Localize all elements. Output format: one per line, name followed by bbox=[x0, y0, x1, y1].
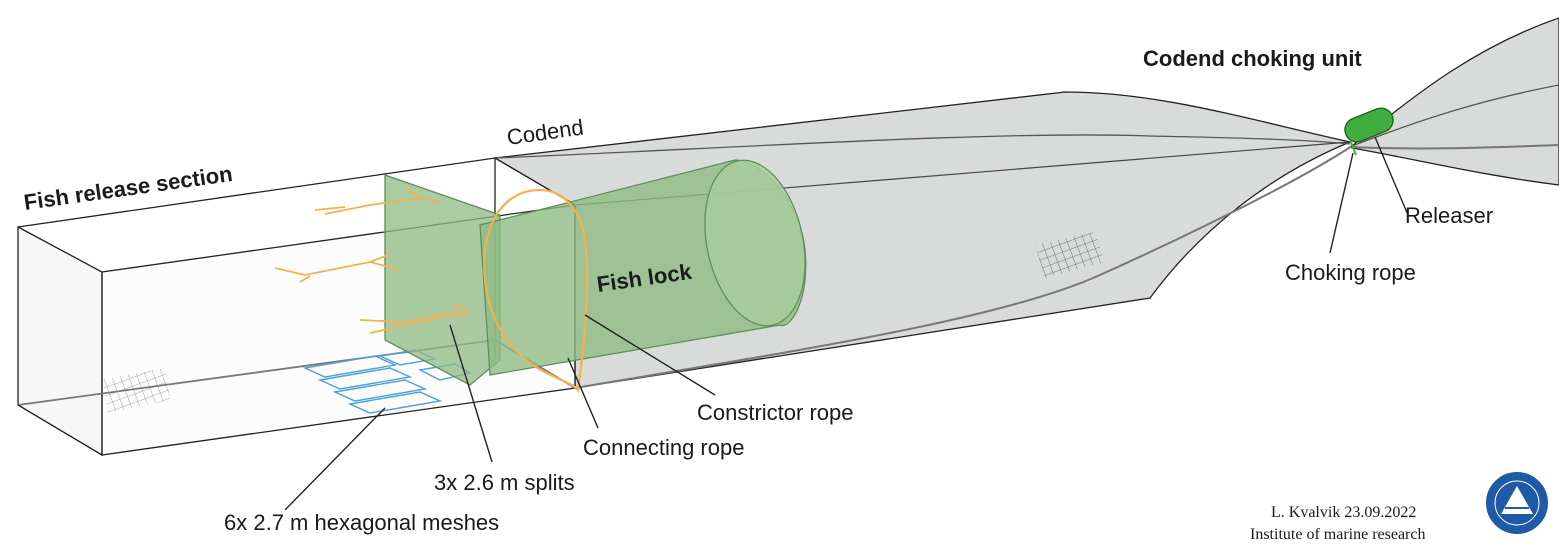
label-constrictor-rope: Constrictor rope bbox=[697, 400, 854, 425]
codend-tail bbox=[1351, 17, 1559, 186]
codend-bottom-seam bbox=[574, 145, 1353, 389]
imr-logo bbox=[1484, 470, 1550, 536]
credit-institute: Institute of marine research bbox=[1250, 526, 1425, 543]
connecting-rope bbox=[483, 188, 589, 394]
codend-mesh-patch bbox=[1035, 232, 1105, 278]
label-fish-release-section: Fish release section bbox=[22, 161, 234, 215]
releaser bbox=[1344, 107, 1394, 143]
label-releaser: Releaser bbox=[1405, 203, 1493, 228]
splits bbox=[274, 187, 471, 334]
fish-lock-opening bbox=[704, 159, 806, 327]
label-choking-rope: Choking rope bbox=[1285, 260, 1416, 285]
fish-lock-funnel bbox=[384, 174, 501, 386]
label-splits: 3x 2.6 m splits bbox=[434, 470, 575, 495]
label-hexagonal-meshes: 6x 2.7 m hexagonal meshes bbox=[224, 510, 499, 535]
label-codend-choking-unit: Codend choking unit bbox=[1143, 46, 1362, 71]
codend-top-seam bbox=[494, 134, 1351, 159]
label-connecting-rope: Connecting rope bbox=[583, 435, 744, 460]
release-mesh-patch bbox=[102, 368, 170, 413]
choking-ring bbox=[1349, 139, 1357, 156]
leader-lines bbox=[284, 136, 1409, 511]
credit-author-date: L. Kvalvik 23.09.2022 bbox=[1271, 504, 1416, 521]
label-codend: Codend bbox=[505, 114, 585, 149]
